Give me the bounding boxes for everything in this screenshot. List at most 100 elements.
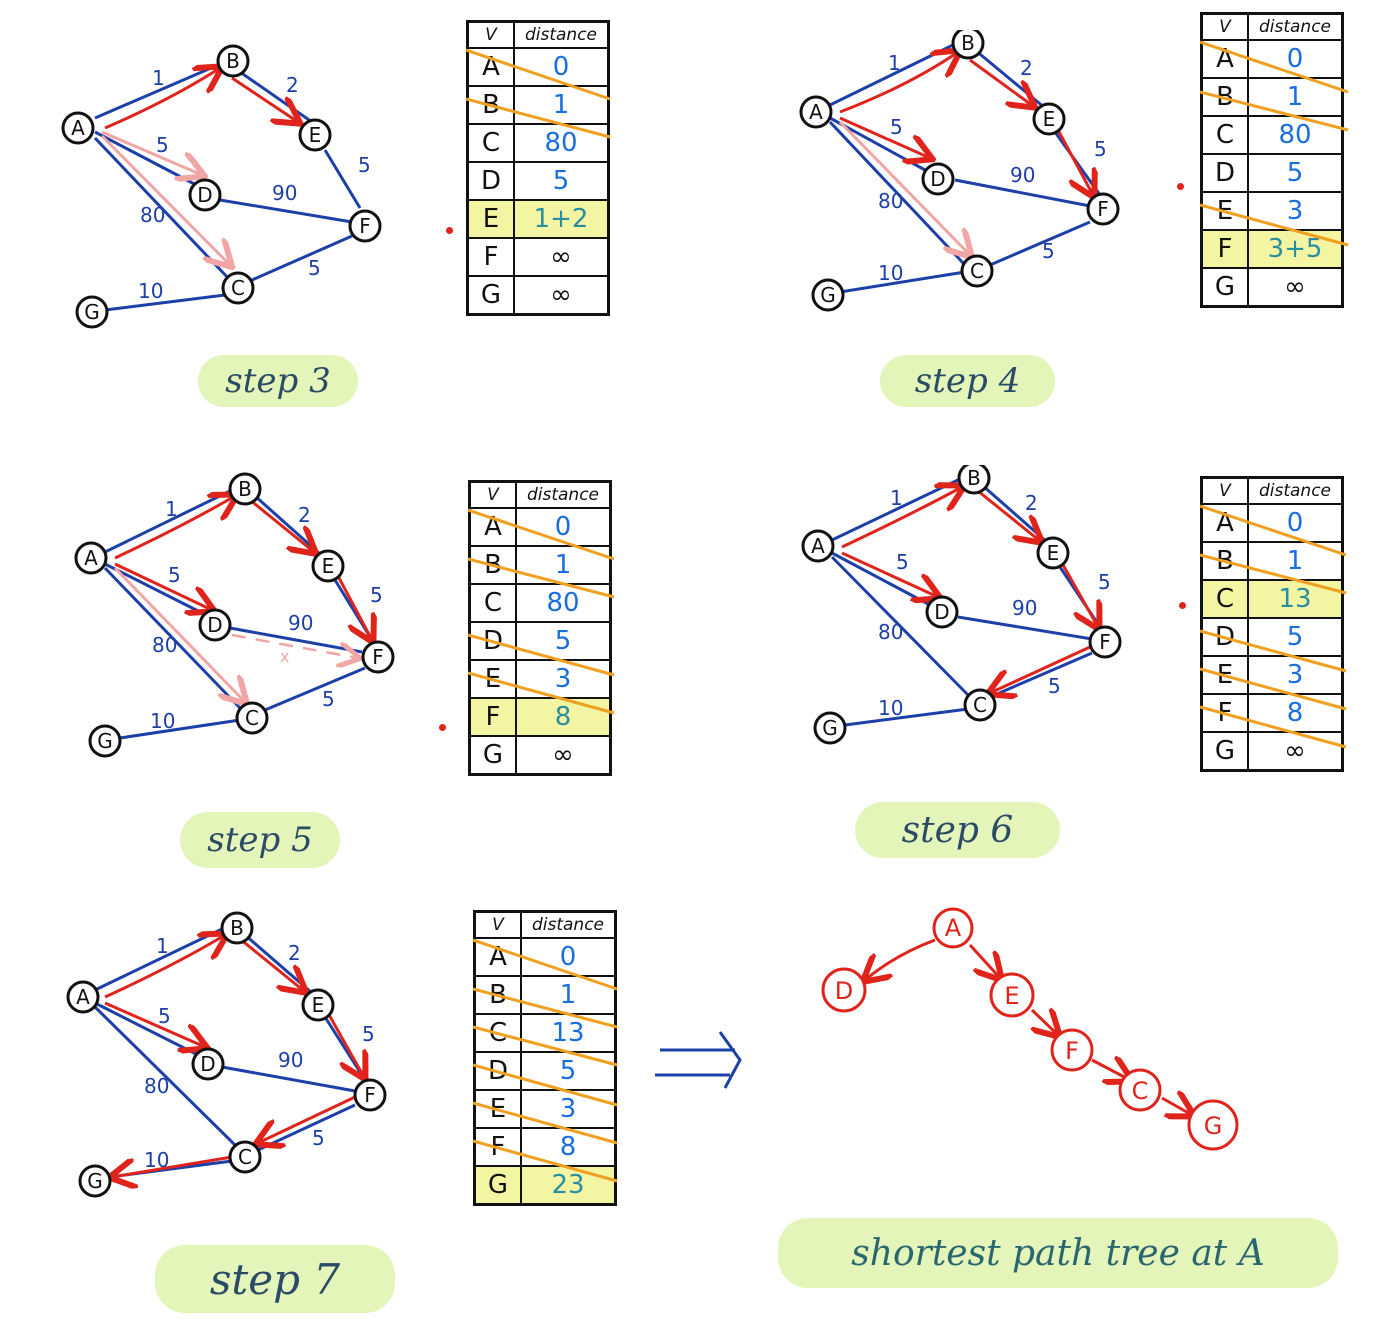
current-marker (439, 724, 446, 731)
svg-text:D: D (934, 600, 949, 624)
svg-text:2: 2 (1025, 491, 1038, 515)
svg-text:10: 10 (138, 279, 163, 303)
svg-text:G: G (84, 300, 100, 324)
header-v: V (466, 20, 515, 49)
svg-text:5: 5 (890, 115, 903, 139)
svg-text:E: E (1004, 982, 1019, 1010)
tree-label: shortest path tree at A (778, 1218, 1338, 1288)
current-marker (446, 227, 453, 234)
table-row: G∞ (468, 735, 612, 776)
current-marker (1179, 602, 1186, 609)
table-row: E3 (468, 659, 612, 699)
svg-text:F: F (1099, 630, 1111, 654)
svg-text:5: 5 (158, 1004, 171, 1028)
svg-text:x: x (280, 647, 289, 666)
table-row: C13 (473, 1013, 617, 1053)
svg-text:1: 1 (890, 486, 903, 510)
strike-lines (466, 48, 611, 139)
svg-text:5: 5 (1042, 239, 1055, 263)
svg-text:5: 5 (1048, 674, 1061, 698)
double-arrow-icon (655, 1031, 742, 1089)
svg-text:C: C (973, 693, 987, 717)
svg-text:A: A (945, 914, 962, 942)
svg-text:C: C (970, 259, 984, 283)
strike-lines (1200, 504, 1347, 749)
svg-text:G: G (97, 729, 113, 753)
svg-text:A: A (71, 116, 85, 140)
table-row: G∞ (1200, 267, 1344, 308)
svg-text:1: 1 (156, 934, 169, 958)
table-row: B1 (1200, 541, 1344, 581)
svg-text:A: A (76, 985, 90, 1009)
strike-lines (1200, 40, 1349, 247)
step6-label: step 6 (855, 802, 1060, 858)
svg-text:E: E (322, 554, 335, 578)
svg-text:1: 1 (165, 497, 178, 521)
svg-text:5: 5 (1094, 137, 1107, 161)
current-marker (1177, 183, 1184, 190)
svg-text:F: F (372, 645, 384, 669)
svg-text:B: B (230, 916, 244, 940)
svg-text:G: G (822, 716, 838, 740)
svg-text:10: 10 (144, 1148, 169, 1172)
svg-text:5: 5 (896, 550, 909, 574)
svg-text:G: G (87, 1169, 103, 1193)
table-row: B1 (473, 975, 617, 1015)
svg-text:E: E (309, 123, 322, 147)
svg-text:F: F (364, 1083, 376, 1107)
table-row: F∞ (466, 237, 610, 277)
svg-text:1: 1 (888, 51, 901, 75)
svg-text:5: 5 (1098, 570, 1111, 594)
svg-text:F: F (1097, 197, 1109, 221)
svg-text:C: C (231, 276, 245, 300)
svg-text:90: 90 (278, 1048, 303, 1072)
svg-text:1: 1 (152, 66, 165, 90)
table-row: D5 (468, 621, 612, 661)
svg-text:90: 90 (1010, 163, 1035, 187)
svg-text:90: 90 (272, 181, 297, 205)
table-row: G∞ (466, 275, 610, 316)
svg-text:80: 80 (878, 620, 903, 644)
svg-text:D: D (835, 977, 853, 1005)
header-distance: distance (513, 20, 610, 49)
svg-text:2: 2 (1020, 56, 1033, 80)
step4-label: step 4 (880, 355, 1055, 407)
svg-text:5: 5 (322, 687, 335, 711)
svg-text:5: 5 (370, 583, 383, 607)
step3-label: step 3 (198, 355, 358, 407)
svg-text:B: B (226, 49, 240, 73)
step5-label: step 5 (180, 812, 340, 868)
svg-text:G: G (820, 283, 836, 307)
svg-text:5: 5 (358, 153, 371, 177)
svg-text:C: C (238, 1145, 252, 1169)
svg-text:2: 2 (288, 941, 301, 965)
svg-text:B: B (238, 477, 252, 501)
svg-text:5: 5 (168, 563, 181, 587)
svg-text:E: E (312, 993, 325, 1017)
svg-text:5: 5 (156, 133, 169, 157)
svg-text:2: 2 (298, 503, 311, 527)
svg-text:A: A (811, 534, 825, 558)
table-row: G∞ (1200, 731, 1344, 772)
svg-text:G: G (1204, 1112, 1223, 1140)
svg-text:C: C (245, 706, 259, 730)
svg-text:A: A (809, 100, 823, 124)
svg-text:5: 5 (312, 1126, 325, 1150)
